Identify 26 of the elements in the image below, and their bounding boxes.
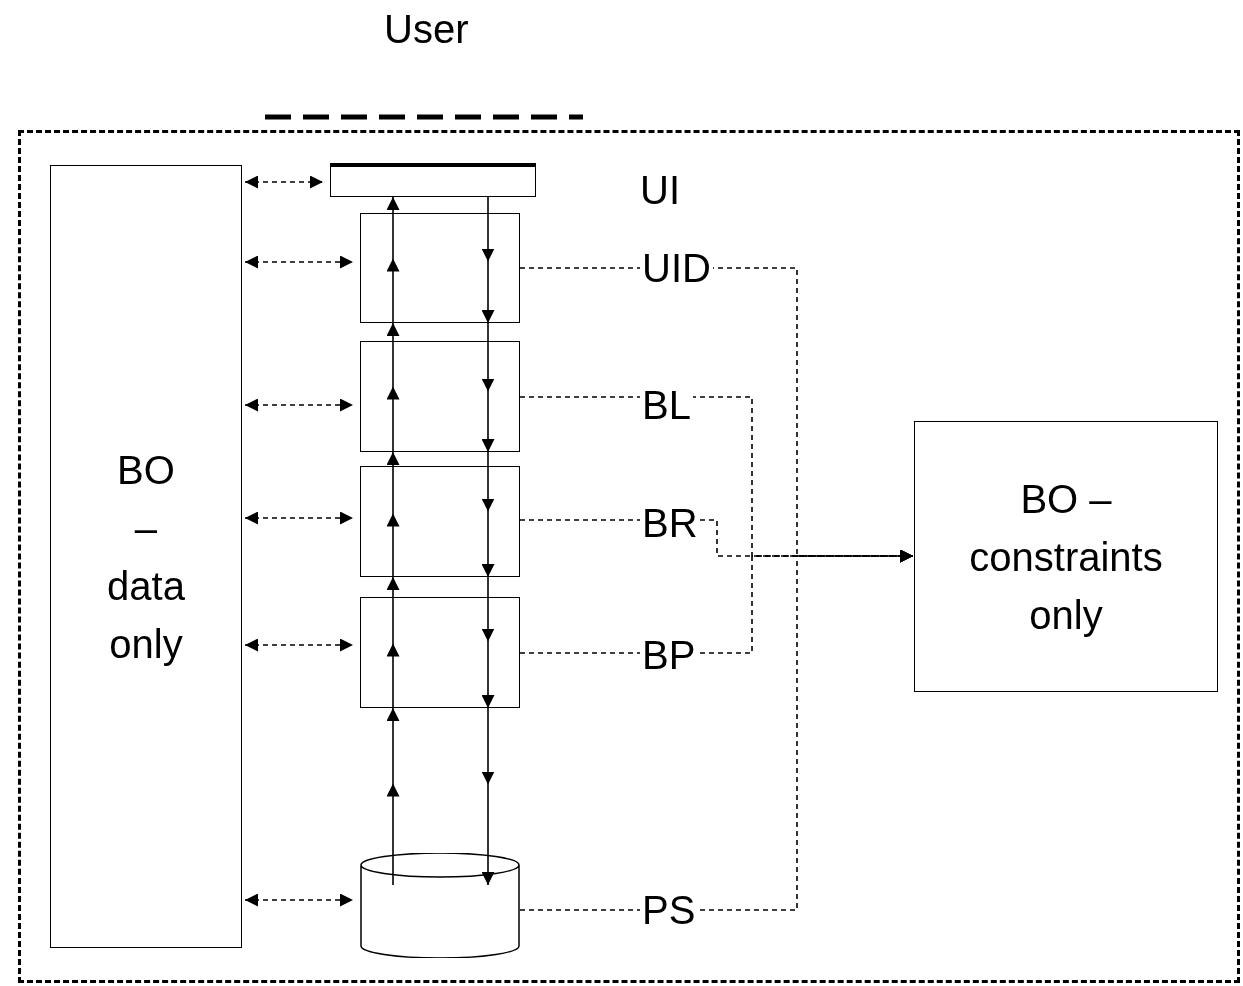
dashed-arrow bbox=[244, 638, 354, 652]
arrow bbox=[387, 322, 400, 453]
database-cylinder bbox=[360, 853, 520, 958]
arrow bbox=[387, 707, 400, 886]
dashed-arrow bbox=[244, 255, 354, 269]
arrow bbox=[482, 196, 495, 324]
arrow bbox=[387, 196, 400, 324]
dashed-arrow bbox=[519, 549, 914, 911]
actor-label: User bbox=[384, 6, 469, 52]
arrow bbox=[482, 451, 495, 578]
layer-box bbox=[360, 597, 520, 708]
component-box bbox=[50, 165, 242, 948]
interface-bar bbox=[330, 163, 536, 197]
arrow bbox=[387, 576, 400, 709]
dashed-arrow bbox=[244, 398, 354, 412]
layer-box bbox=[360, 341, 520, 452]
arrow bbox=[482, 707, 495, 886]
arrow bbox=[482, 576, 495, 709]
arrow bbox=[387, 451, 400, 578]
dashed-arrow bbox=[244, 511, 354, 525]
layer-box bbox=[360, 213, 520, 323]
dashed-arrow bbox=[244, 893, 354, 907]
dashed-arrow bbox=[244, 175, 324, 189]
layer-box bbox=[360, 466, 520, 577]
component-box bbox=[914, 421, 1218, 692]
arrow bbox=[482, 322, 495, 453]
